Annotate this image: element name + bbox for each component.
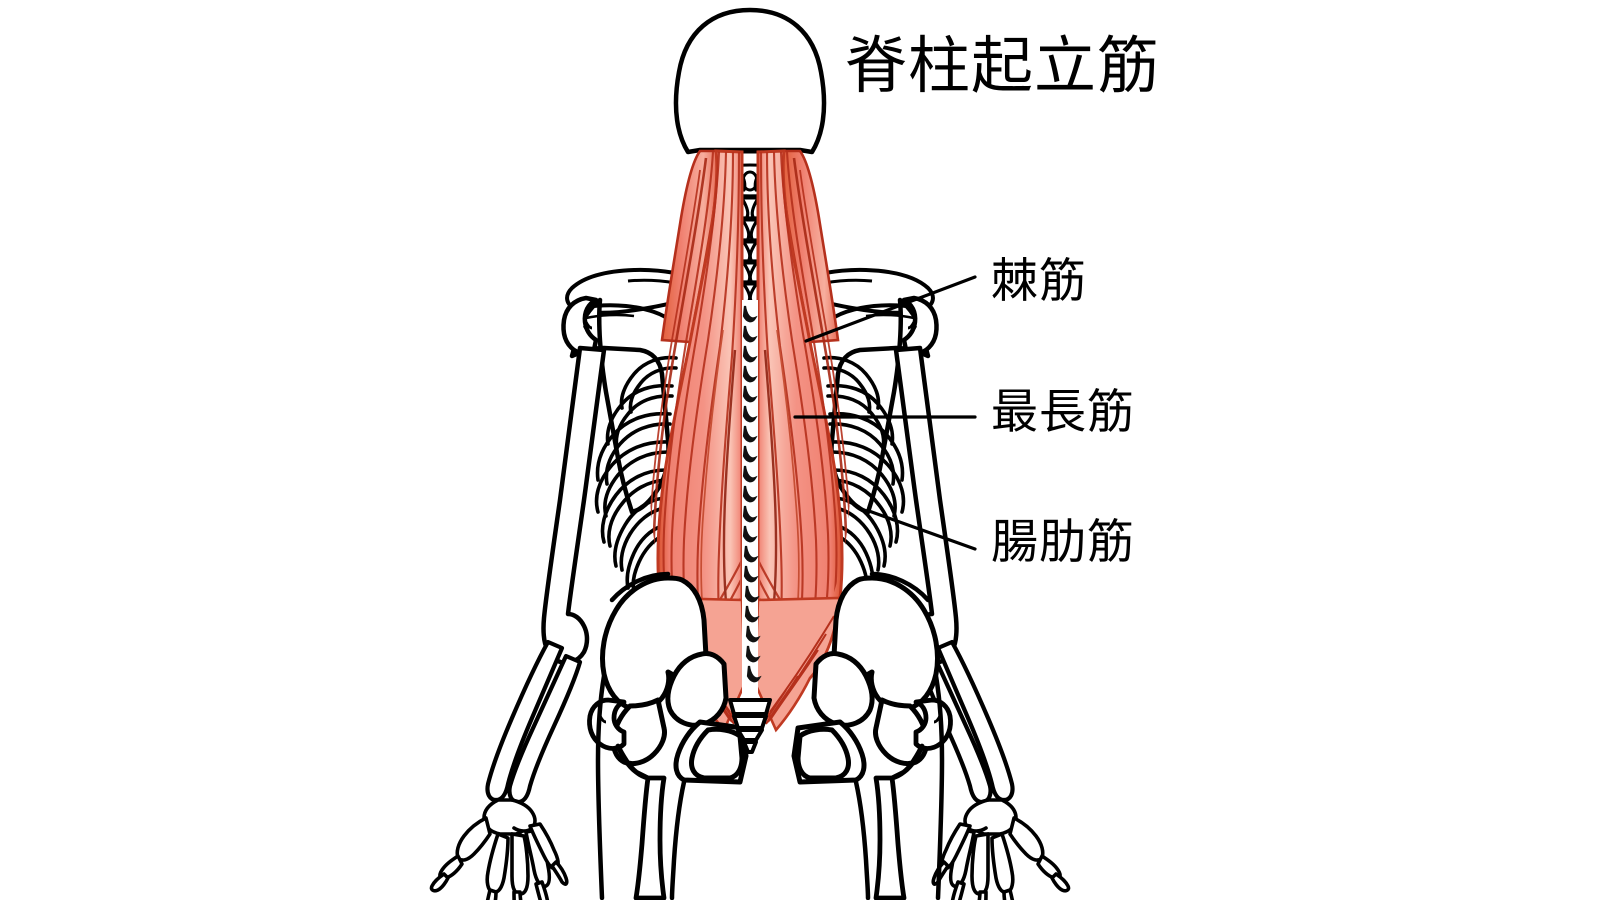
- thoracic-vertebrae: [742, 300, 762, 700]
- leader-lines: [793, 275, 977, 551]
- leader-line-spinalis: [804, 275, 977, 343]
- label-spinalis: 棘筋: [991, 254, 1087, 309]
- hand-left: [429, 798, 569, 900]
- page-title: 脊柱起立筋: [845, 29, 1161, 102]
- rib-cage-right: [822, 355, 906, 593]
- hand-right: [931, 798, 1071, 900]
- label-iliocostalis: 腸肋筋: [991, 515, 1135, 570]
- humerus-left: [541, 295, 607, 665]
- sacrum: [728, 698, 772, 754]
- rib-cage-left: [594, 355, 678, 593]
- label-longissimus: 最長筋: [991, 385, 1135, 440]
- leader-line-iliocostalis: [867, 509, 977, 551]
- skull: [673, 7, 827, 155]
- body-outline: [595, 571, 945, 900]
- pelvis: [600, 575, 940, 785]
- forearm-left: [485, 639, 583, 805]
